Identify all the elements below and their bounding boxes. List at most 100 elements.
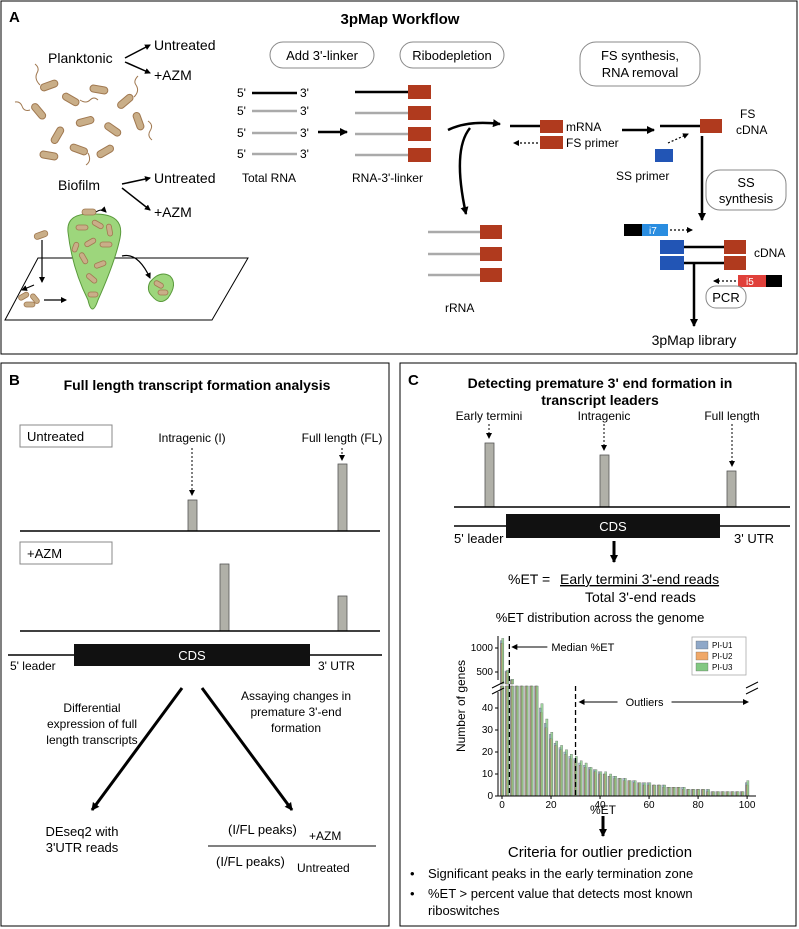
b-five-leader: 5' leader: [10, 659, 56, 673]
bar-pi-u3-low: [712, 791, 715, 797]
cdna-linker-2: [724, 256, 746, 270]
bar-pi-u3-low: [579, 760, 583, 797]
bar-pi-u3-low: [741, 791, 745, 797]
bar-pi-u3-low: [516, 685, 519, 797]
arrow-to-mrna: [447, 119, 501, 132]
bar-pi-u3-low: [707, 789, 710, 797]
untreated-box: [19, 424, 113, 448]
bar-pi-u3-low: [687, 789, 691, 797]
b-left-text-2: expression of full: [47, 717, 137, 731]
x-tick-label: 100: [739, 800, 756, 811]
five-prime-2: 5': [237, 104, 246, 118]
bar-pi-u3-low: [535, 685, 539, 797]
mrna-linker: [540, 120, 563, 133]
bar-pi-u3-low: [682, 787, 686, 797]
arrow-ratio: [200, 687, 294, 811]
three-prime-3: 3': [300, 126, 309, 140]
panel-b-letter: B: [9, 372, 20, 389]
bar-pi-u3-low: [692, 789, 696, 797]
panel-c-title-line1: Detecting premature 3' end formation in: [468, 375, 733, 391]
bar-pi-u3-low: [731, 791, 735, 797]
intragenic-label: Intragenic (I): [158, 431, 225, 445]
bar-pi-u3-low: [530, 685, 534, 797]
criteria-2: %ET > percent value that detects most kn…: [428, 886, 693, 901]
axis-break-mark: [745, 687, 759, 695]
step-ss-line2: synthesis: [719, 191, 774, 206]
chart-title: %ET distribution across the genome: [496, 610, 705, 625]
step-pcr: PCR: [712, 290, 739, 305]
bar-pi-u3-low: [570, 754, 573, 797]
library-label: 3pMap library: [652, 332, 737, 348]
mrna-label: mRNA: [566, 120, 601, 134]
panel-a-title: 3pMap Workflow: [341, 11, 460, 28]
axis-break-mark: [491, 687, 505, 695]
legend-label: PI-U3: [712, 663, 733, 672]
full-length-label: Full length (FL): [302, 431, 383, 445]
planktonic-bacteria-icon: [31, 79, 145, 161]
ratio-num: (I/FL peaks): [228, 822, 297, 837]
panel-b-title: Full length transcript formation analysi…: [64, 377, 331, 393]
biofilm-azm-arrow: [121, 187, 151, 211]
azm-box-label: +AZM: [27, 546, 62, 561]
y-tick-label: 500: [476, 667, 493, 678]
cdna-label: cDNA: [754, 246, 785, 260]
bar-pi-u3-low: [633, 780, 637, 797]
bar-pi-u3-low: [619, 778, 622, 797]
i5-label: i5: [746, 277, 754, 288]
median-label: Median %ET: [551, 642, 614, 654]
bar-pi-u3-high: [501, 638, 505, 685]
b-azm-fl-peak: [337, 595, 348, 632]
criteria-3: riboswitches: [428, 903, 500, 918]
b-left-text-1: Differential: [63, 701, 120, 715]
step-pcr-bubble: [705, 285, 747, 309]
bar-pi-u3-low: [697, 789, 701, 797]
bar-pi-u3-low: [540, 703, 544, 797]
biofilm-illustration: [4, 206, 249, 321]
c-cds-block: [506, 514, 720, 538]
step-fs-line1: FS synthesis,: [601, 48, 679, 63]
deseq-line2: 3'UTR reads: [46, 840, 119, 855]
bar-pi-u3-low: [736, 791, 740, 797]
flagella-icon: [14, 63, 153, 166]
panel-a-frame: [0, 0, 798, 355]
i5-black: [766, 275, 782, 287]
cdna-primer-1: [660, 240, 684, 254]
legend-label: PI-U1: [712, 641, 733, 650]
c-intragenic-peak: [599, 454, 610, 508]
bar-pi-u3-low: [555, 740, 558, 797]
bar-pi-u3-low: [521, 685, 524, 797]
rna-linker-group: [355, 85, 431, 162]
y-tick-label: 40: [482, 703, 494, 714]
bar-pi-u3-low: [746, 780, 750, 797]
planktonic-label: Planktonic: [48, 50, 113, 66]
fs-primer-label: FS primer: [566, 136, 619, 150]
ratio-den-sub: Untreated: [297, 861, 350, 875]
panel-a-letter: A: [9, 9, 20, 26]
axis-break-mark: [491, 681, 505, 689]
cdna-primer-2: [660, 256, 684, 270]
biofilm-untreated-arrow: [121, 176, 151, 185]
planktonic-untreated: Untreated: [154, 37, 215, 53]
fs-cdna-line2: cDNA: [736, 123, 767, 137]
rrna-label: rRNA: [445, 301, 474, 315]
b-right-text-3: formation: [271, 721, 321, 735]
deseq-line1: DEseq2 with: [46, 824, 119, 839]
chart-xlabel: %ET: [590, 803, 617, 817]
b-azm-intragenic-peak: [219, 563, 230, 632]
b-right-text-2: premature 3'-end: [250, 705, 341, 719]
bar-pi-u3-low: [677, 787, 681, 797]
bar-pi-u3-low: [545, 718, 549, 797]
bar-pi-u3-low: [722, 791, 725, 797]
c-intragenic-label: Intragenic: [578, 409, 631, 423]
x-tick-label: 80: [693, 800, 705, 811]
step-add-linker-bubble: [269, 41, 375, 69]
bar-pi-u3-low: [594, 769, 598, 797]
bar-pi-u3-low: [614, 776, 617, 797]
ratio-num-sub: +AZM: [309, 829, 341, 843]
bar-pi-u3-low: [526, 685, 529, 797]
bar-pi-u3-low: [550, 732, 554, 797]
bar-pi-u3-low: [604, 771, 607, 797]
step-ss-bubble: [705, 169, 787, 211]
x-tick-label: 60: [643, 800, 655, 811]
